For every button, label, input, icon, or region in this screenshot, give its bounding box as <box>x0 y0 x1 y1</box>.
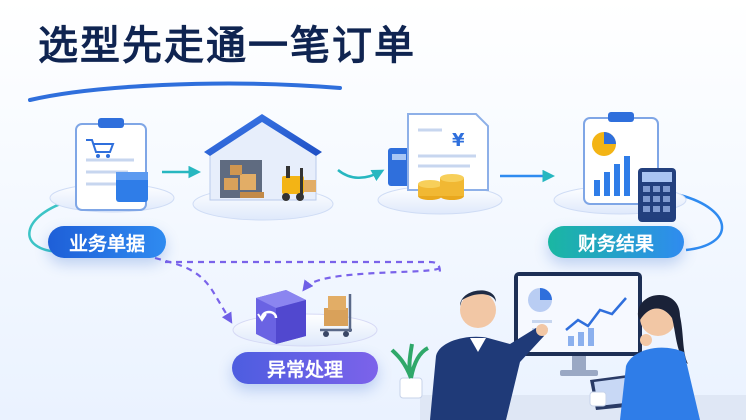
exception-arrow-return <box>302 266 441 292</box>
exception-arrow-top <box>165 260 442 276</box>
flow-arrow-2 <box>337 169 385 182</box>
clipboard-cart-icon <box>49 118 175 213</box>
svg-text:¥: ¥ <box>452 130 465 151</box>
label-exception-handling: 异常处理 <box>232 352 378 384</box>
label-finance-results: 财务结果 <box>548 226 684 258</box>
title-swoosh <box>28 81 342 102</box>
flow-loop-left <box>28 198 73 254</box>
people-at-monitor-illustration <box>390 272 746 420</box>
exception-arrow-left <box>154 256 233 324</box>
label-business-docs: 业务单据 <box>48 226 166 258</box>
return-box-icon <box>232 290 378 347</box>
chart-report-icon <box>553 112 687 222</box>
page-title: 选型先走通一笔订单 <box>38 23 416 69</box>
invoice-yen-icon: ¥ <box>377 113 503 215</box>
warehouse-icon <box>192 114 334 221</box>
flow-loop-right <box>679 193 724 252</box>
